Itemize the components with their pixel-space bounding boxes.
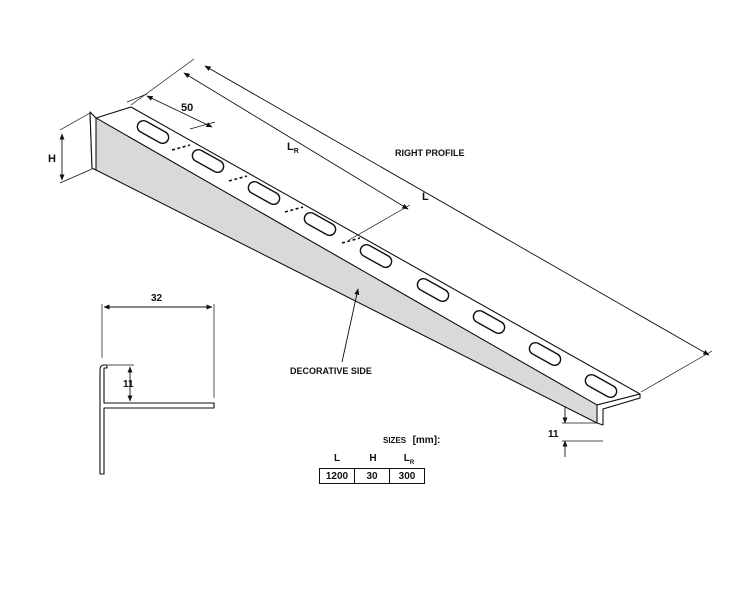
dimension-h: H bbox=[48, 112, 93, 184]
cell-h: 30 bbox=[354, 468, 390, 484]
header-lr: LR bbox=[403, 453, 415, 466]
sizes-headers: L H LR bbox=[319, 453, 427, 466]
header-h: H bbox=[369, 453, 377, 464]
sizes-table: 1200 30 300 bbox=[319, 468, 425, 484]
sizes-caption-text: SIZES bbox=[383, 436, 407, 445]
dim-50-label: 50 bbox=[181, 102, 193, 114]
dim-11-profile-label: 11 bbox=[123, 379, 134, 390]
rail-top-edge bbox=[89, 111, 97, 171]
decorative-side-callout: DECORATIVE SIDE bbox=[290, 288, 372, 376]
right-profile-label: RIGHT PROFILE bbox=[395, 148, 465, 158]
dimension-11-bottom: 11 bbox=[548, 406, 603, 457]
cell-l: 1200 bbox=[319, 468, 355, 484]
cross-section-profile: 32 11 bbox=[99, 293, 215, 475]
cell-lr: 300 bbox=[389, 468, 425, 484]
profile-outline bbox=[99, 364, 215, 475]
dim-h-label: H bbox=[48, 153, 56, 165]
sizes-caption: SIZES [mm]: bbox=[383, 430, 440, 448]
rail-slots bbox=[136, 119, 618, 399]
rail-3d-view bbox=[89, 106, 641, 426]
slot bbox=[584, 373, 618, 399]
sizes-caption-unit: [mm]: bbox=[412, 435, 441, 446]
dimension-lr: LR bbox=[183, 72, 411, 241]
header-l: L bbox=[333, 453, 341, 464]
dim-l-label: L bbox=[422, 191, 429, 203]
dim-lr-label: LR bbox=[287, 141, 299, 155]
dim-11-bottom-label: 11 bbox=[548, 429, 559, 440]
dim-32-label: 32 bbox=[151, 293, 163, 304]
decorative-side-label: DECORATIVE SIDE bbox=[290, 366, 372, 376]
table-row: 1200 30 300 bbox=[319, 468, 425, 484]
rail-decorative-face bbox=[89, 111, 598, 424]
